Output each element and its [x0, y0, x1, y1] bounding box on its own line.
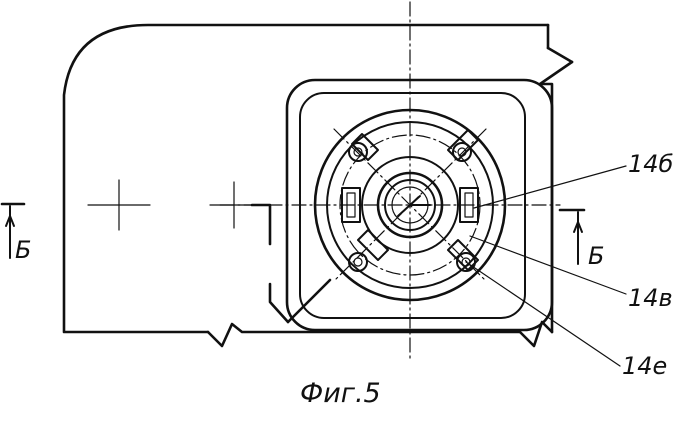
section-label-right: Б [588, 242, 604, 270]
section-label-left: Б [15, 236, 31, 264]
section-bracket [252, 205, 330, 322]
callout-14e: 14е [622, 352, 667, 380]
section-arrow-right: Б [560, 210, 604, 270]
cross-marks [88, 180, 258, 230]
callout-14v: 14в [628, 284, 673, 312]
section-arrow-left: Б [2, 204, 31, 264]
figure-caption: Фиг.5 [300, 378, 381, 409]
callout-14b: 14б [628, 150, 674, 178]
